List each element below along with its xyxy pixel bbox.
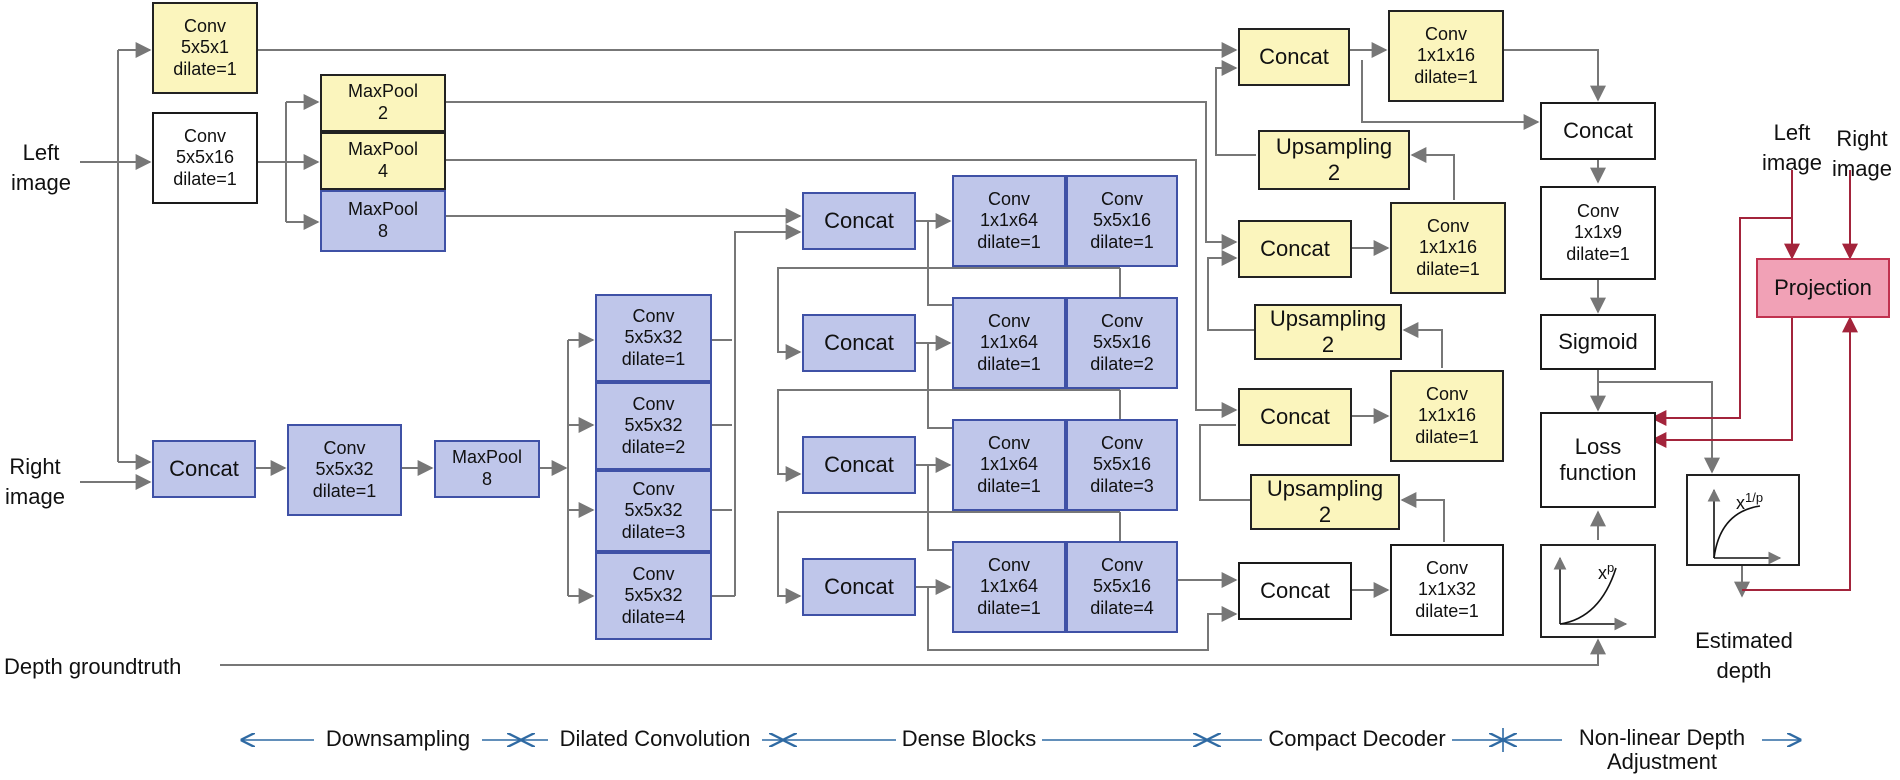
- dense-conv-5x5-3: Conv 5x5x16 dilate=3: [1066, 419, 1178, 511]
- right-image-label: Right image: [5, 454, 65, 509]
- left-image-label: Left image: [11, 140, 71, 195]
- dense-concat-2: Concat: [802, 314, 916, 372]
- decoder-concat-2: Concat: [1238, 220, 1352, 278]
- maxpool-8-block-bottom: MaxPool 8: [434, 440, 540, 498]
- dilated-conv-3-block: Conv 5x5x32 dilate=3: [595, 470, 712, 552]
- projection-block: Projection: [1756, 258, 1890, 318]
- maxpool-4-block: MaxPool 4: [320, 132, 446, 190]
- stage-downsampling: Downsampling: [314, 726, 482, 752]
- dense-concat-4: Concat: [802, 558, 916, 616]
- stage-dilated-convolution: Dilated Convolution: [548, 726, 762, 752]
- conv-5x5x32-block: Conv 5x5x32 dilate=1: [287, 424, 402, 516]
- inverse-power-label: x1/p: [1736, 490, 1764, 513]
- inverse-power-block: x1/p: [1686, 474, 1800, 566]
- inverse-power-curve-graph: [1707, 488, 1782, 565]
- upsampling-1-block: Upsampling 2: [1258, 130, 1410, 190]
- dense-conv-5x5-4: Conv 5x5x16 dilate=4: [1066, 541, 1178, 633]
- conv-1x1x9-block: Conv 1x1x9 dilate=1: [1540, 186, 1656, 280]
- estimated-depth-label: Estimated depth: [1695, 628, 1793, 683]
- stage-dense-blocks: Dense Blocks: [896, 726, 1042, 752]
- upsampling-3-block: Upsampling 2: [1250, 474, 1400, 530]
- decoder-concat-1: Concat: [1238, 28, 1350, 86]
- dense-conv-1x1-3: Conv 1x1x64 dilate=1: [952, 419, 1066, 511]
- dilated-conv-1-block: Conv 5x5x32 dilate=1: [595, 294, 712, 382]
- projection-connectors: [1650, 170, 1858, 591]
- decoder-conv-2: Conv 1x1x16 dilate=1: [1390, 202, 1506, 294]
- power-p-label: xp: [1598, 560, 1615, 583]
- power-p-block: xp: [1540, 544, 1656, 638]
- dense-conv-1x1-1: Conv 1x1x64 dilate=1: [952, 175, 1066, 267]
- conv-5x5x16-block: Conv 5x5x16 dilate=1: [152, 112, 258, 204]
- dense-conv-1x1-4: Conv 1x1x64 dilate=1: [952, 541, 1066, 633]
- decoder-concat-4: Concat: [1238, 562, 1352, 620]
- dense-conv-5x5-1: Conv 5x5x16 dilate=1: [1066, 175, 1178, 267]
- final-concat-block: Concat: [1540, 102, 1656, 160]
- decoder-conv-4: Conv 1x1x32 dilate=1: [1390, 544, 1504, 636]
- projection-left-image-label: Left image: [1762, 120, 1822, 175]
- conv-5x5x1-block: Conv 5x5x1 dilate=1: [152, 2, 258, 94]
- dense-conv-5x5-2: Conv 5x5x16 dilate=2: [1066, 297, 1178, 389]
- upsampling-2-block: Upsampling 2: [1254, 304, 1402, 360]
- maxpool-8-block-top: MaxPool 8: [320, 190, 446, 252]
- stage-compact-decoder: Compact Decoder: [1262, 726, 1452, 752]
- maxpool-2-block: MaxPool 2: [320, 74, 446, 132]
- dense-concat-3: Concat: [802, 436, 916, 494]
- depth-groundtruth-label: Depth groundtruth: [4, 654, 182, 679]
- power-curve-graph: [1553, 556, 1628, 631]
- dilated-conv-2-block: Conv 5x5x32 dilate=2: [595, 382, 712, 470]
- stage-nonlinear-adjustment: Non-linear Depth Adjustment: [1562, 725, 1762, 775]
- dense-concat-1: Concat: [802, 192, 916, 250]
- decoder-concat-3: Concat: [1238, 388, 1352, 446]
- dense-conv-1x1-2: Conv 1x1x64 dilate=1: [952, 297, 1066, 389]
- decoder-conv-3: Conv 1x1x16 dilate=1: [1390, 370, 1504, 462]
- dilated-conv-4-block: Conv 5x5x32 dilate=4: [595, 552, 712, 640]
- loss-function-block: Loss function: [1540, 412, 1656, 508]
- concat-input-block: Concat: [152, 440, 256, 498]
- decoder-conv-1: Conv 1x1x16 dilate=1: [1388, 10, 1504, 102]
- projection-right-image-label: Right image: [1832, 126, 1892, 181]
- sigmoid-block: Sigmoid: [1540, 314, 1656, 370]
